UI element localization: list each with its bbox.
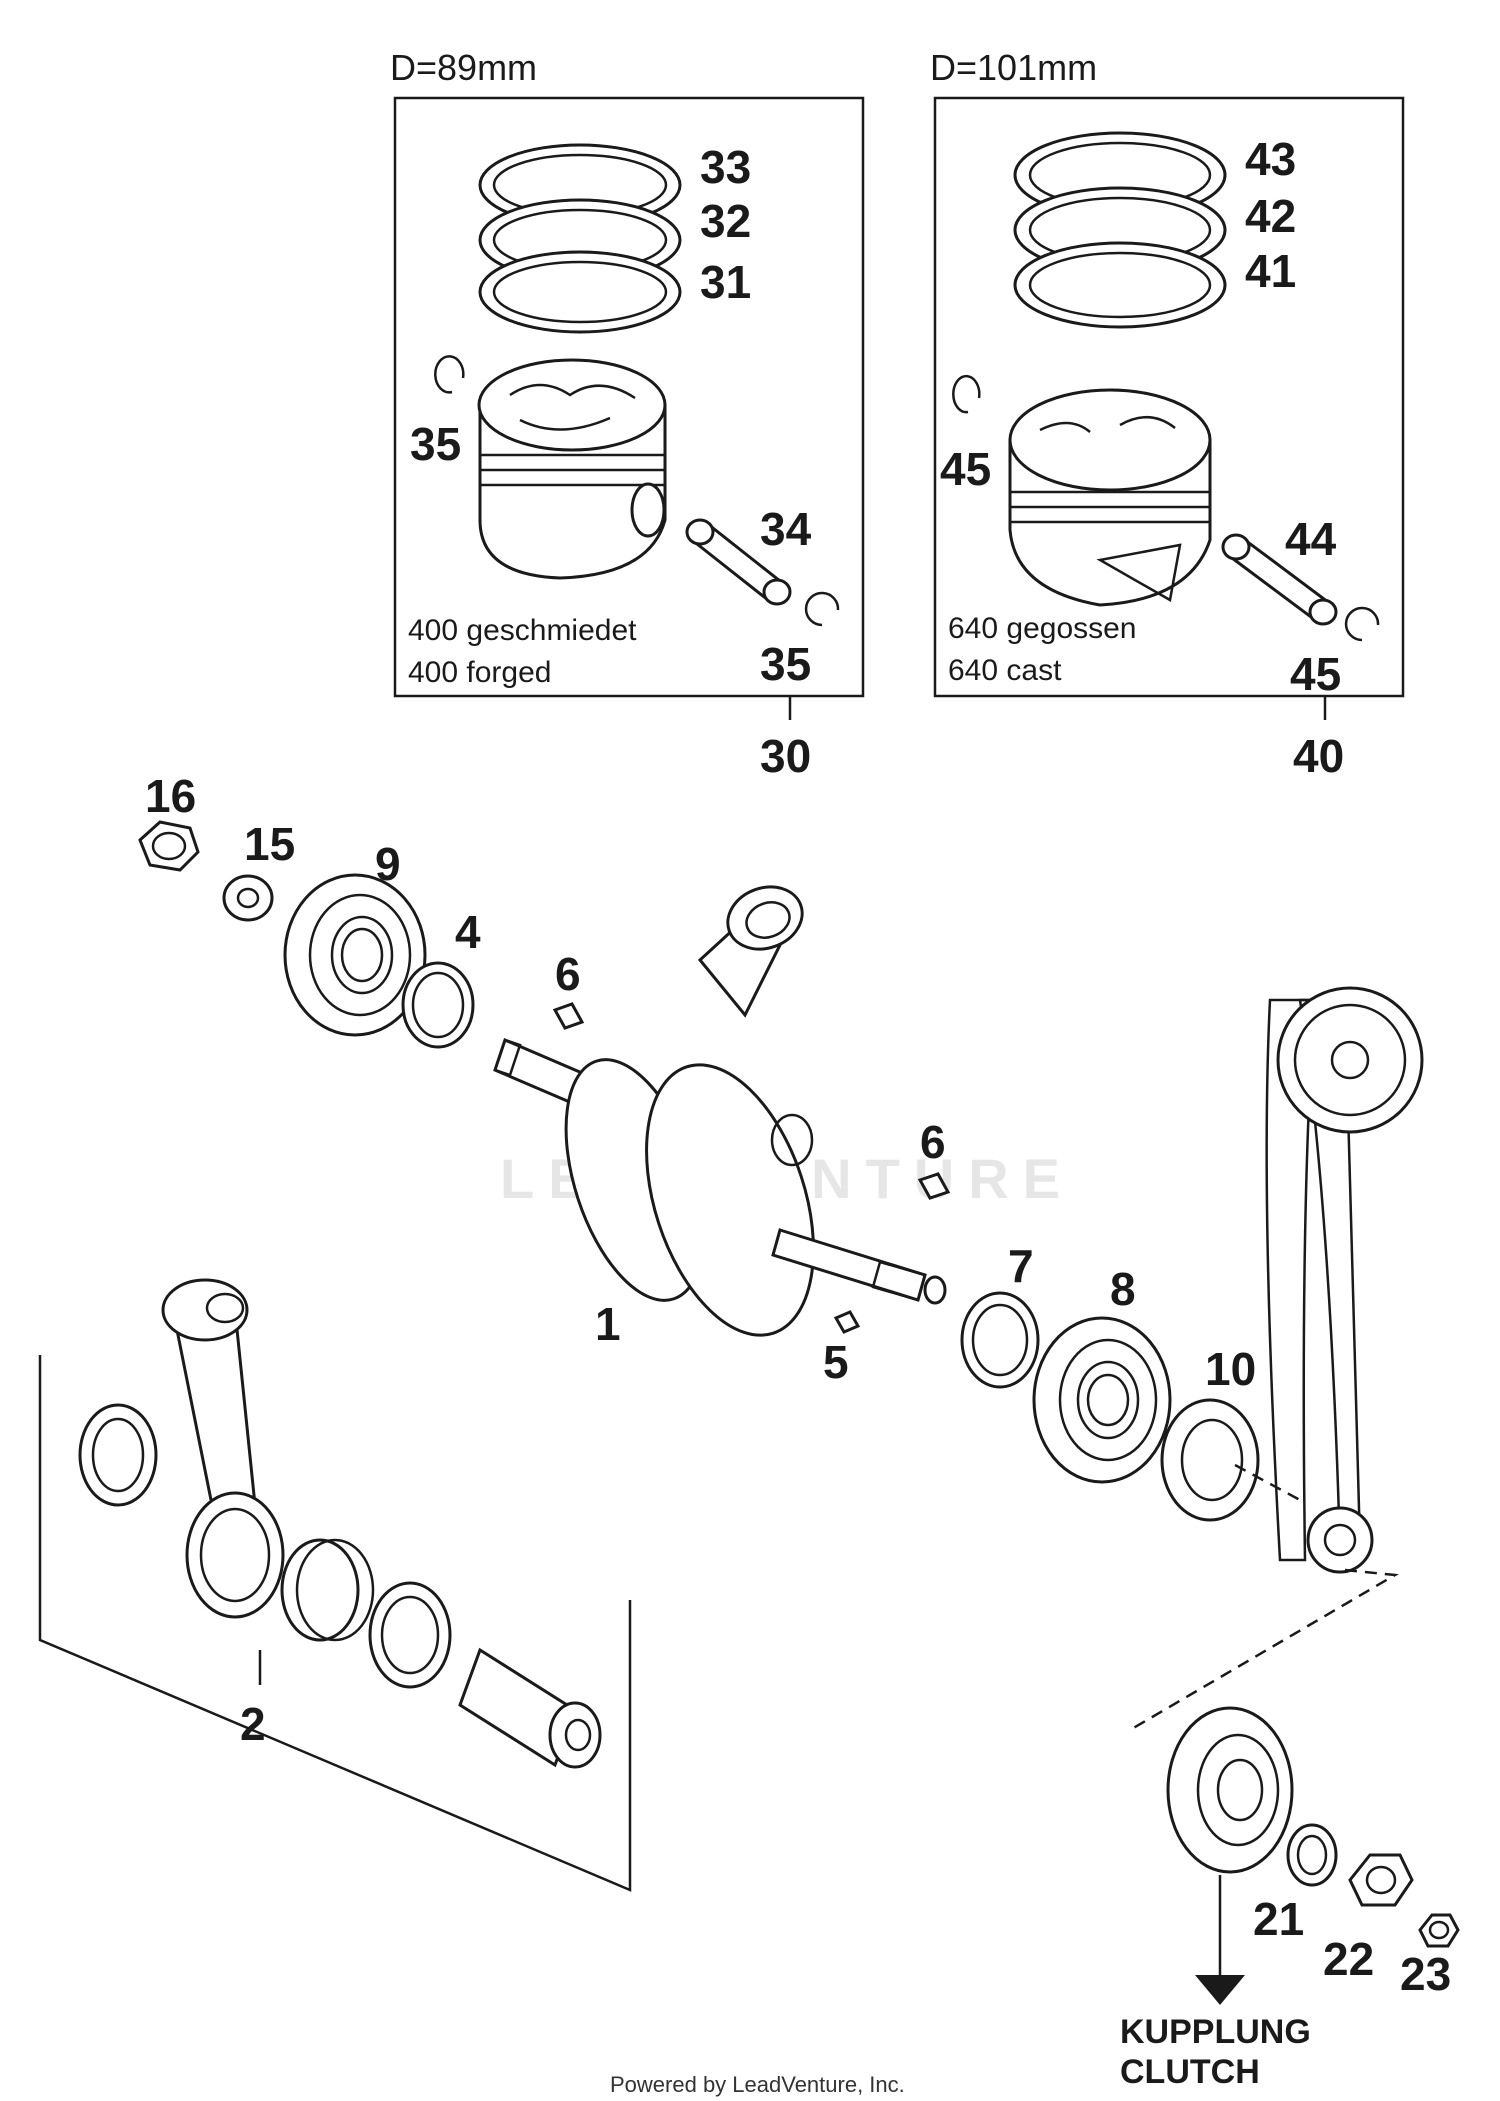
credit-footer: Powered by LeadVenture, Inc.	[610, 2072, 905, 2097]
woodruff-key-bottom	[833, 1310, 861, 1334]
seal-10	[1160, 1398, 1260, 1522]
bearing-9	[283, 873, 427, 1037]
clutch-label-en: CLUTCH	[1120, 2053, 1260, 2091]
callout-21: 21	[1253, 1893, 1304, 1945]
forged-kit-frame	[393, 96, 865, 698]
callout-15: 15	[244, 818, 295, 870]
forged-diameter-label: D=89mm	[390, 47, 537, 88]
callout-22: 22	[1323, 1933, 1374, 1985]
callout-9: 9	[375, 838, 401, 890]
timing-chain	[1265, 986, 1424, 1574]
callout-6-right: 6	[920, 1116, 946, 1168]
shim-4	[401, 961, 475, 1049]
clutch-label-de: KUPPLUNG	[1120, 2013, 1311, 2051]
callout-30: 30	[760, 730, 811, 782]
callout-10: 10	[1205, 1343, 1256, 1395]
alignment-dashes	[1129, 1463, 1399, 1732]
callout-6-top: 6	[555, 948, 581, 1000]
callout-31: 31	[700, 256, 751, 308]
crank-sprocket	[1306, 1506, 1374, 1574]
woodruff-key-right	[917, 1172, 951, 1200]
callout-45-lower: 45	[1290, 648, 1341, 700]
circlip-lower-forged	[804, 591, 840, 627]
piston-rings-cast	[1013, 131, 1227, 329]
piston-rings-forged	[478, 143, 682, 334]
washer-21	[1286, 1823, 1338, 1887]
shim-7	[960, 1291, 1040, 1389]
callout-35-upper: 35	[410, 418, 461, 470]
callout-33: 33	[700, 141, 751, 193]
callout-8: 8	[1110, 1263, 1136, 1315]
callout-40: 40	[1293, 730, 1344, 782]
callout-7: 7	[1008, 1240, 1034, 1292]
nut-16	[138, 820, 200, 872]
cast-diameter-label: D=101mm	[930, 47, 1097, 88]
washer-15	[222, 874, 274, 922]
callout-5: 5	[823, 1336, 849, 1388]
circlip-upper-forged	[434, 355, 465, 394]
nut-23	[1418, 1913, 1460, 1948]
callout-32: 32	[700, 195, 751, 247]
callout-43: 43	[1245, 133, 1296, 185]
forged-note-de: 400 geschmiedet	[408, 614, 637, 647]
piston-kit-forged: D=89mm 33 32	[390, 47, 865, 782]
piston-cast	[1008, 388, 1212, 607]
cast-note-en: 640 cast	[948, 654, 1062, 687]
callout-45-upper: 45	[940, 443, 991, 495]
circlip-upper-cast	[952, 374, 981, 414]
callout-41: 41	[1245, 245, 1296, 297]
piston-pin-cast	[1221, 533, 1338, 626]
callout-16: 16	[145, 770, 196, 822]
callout-1: 1	[595, 1298, 621, 1350]
callout-42: 42	[1245, 190, 1296, 242]
nut-22	[1348, 1853, 1414, 1907]
piston-kit-cast: D=101mm 43 42 41 45	[930, 47, 1405, 782]
circlip-lower-cast	[1344, 606, 1380, 642]
callout-34: 34	[760, 503, 812, 555]
clutch-arrow-head	[1195, 1975, 1245, 2005]
callout-35-lower: 35	[760, 638, 811, 690]
cast-note-de: 640 gegossen	[948, 612, 1137, 645]
cast-kit-frame	[933, 96, 1405, 698]
cam-sprocket	[1276, 986, 1424, 1134]
callout-44: 44	[1285, 513, 1337, 565]
primary-gear	[1166, 1706, 1294, 1874]
callout-4: 4	[455, 906, 481, 958]
woodruff-key-top	[552, 1002, 585, 1030]
piston-forged	[477, 358, 667, 580]
callout-2: 2	[240, 1698, 266, 1750]
conrod-kit-bracket	[38, 1355, 632, 1892]
bearing-8	[1032, 1316, 1172, 1484]
forged-note-en: 400 forged	[408, 656, 551, 689]
crankshaft-1	[493, 885, 947, 1337]
conrod-kit-2	[38, 1278, 632, 1892]
piston-pin-forged	[685, 518, 792, 606]
callout-23: 23	[1400, 1948, 1451, 2000]
